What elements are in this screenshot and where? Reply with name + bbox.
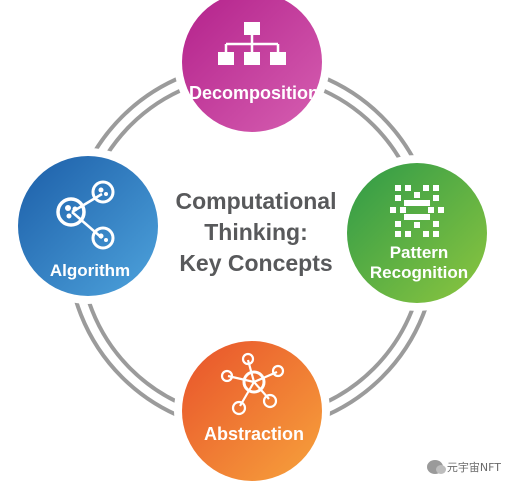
- center-title-line1: Computational: [176, 188, 337, 214]
- node-abstraction: Abstraction: [182, 341, 322, 481]
- node-decomposition: Decomposition: [182, 0, 322, 132]
- network-hub-icon: [220, 352, 285, 416]
- abstraction-label: Abstraction: [204, 424, 304, 444]
- center-title-line3: Key Concepts: [179, 250, 332, 276]
- algorithm-label: Algorithm: [50, 261, 130, 280]
- decomposition-label: Decomposition: [189, 83, 319, 103]
- watermark: 元宇宙NFT: [426, 459, 501, 475]
- wechat-icon: [426, 460, 446, 474]
- watermark-text: 元宇宙NFT: [446, 461, 501, 474]
- abstraction-circle: [182, 341, 322, 481]
- pattern-label-line2: Recognition: [370, 263, 468, 282]
- pattern-circle: [347, 163, 487, 303]
- node-algorithm: Algorithm: [18, 156, 158, 296]
- pattern-label-line1: Pattern: [390, 243, 449, 262]
- center-title-line2: Thinking:: [204, 219, 307, 245]
- hierarchy-icon: [218, 22, 286, 65]
- node-pattern-recognition: Pattern Recognition: [347, 163, 487, 303]
- decomposition-circle: [182, 0, 322, 132]
- gears-network-icon: [56, 180, 115, 250]
- center-title: Computational Thinking: Key Concepts: [176, 188, 337, 276]
- pattern-grid-icon: [390, 185, 444, 237]
